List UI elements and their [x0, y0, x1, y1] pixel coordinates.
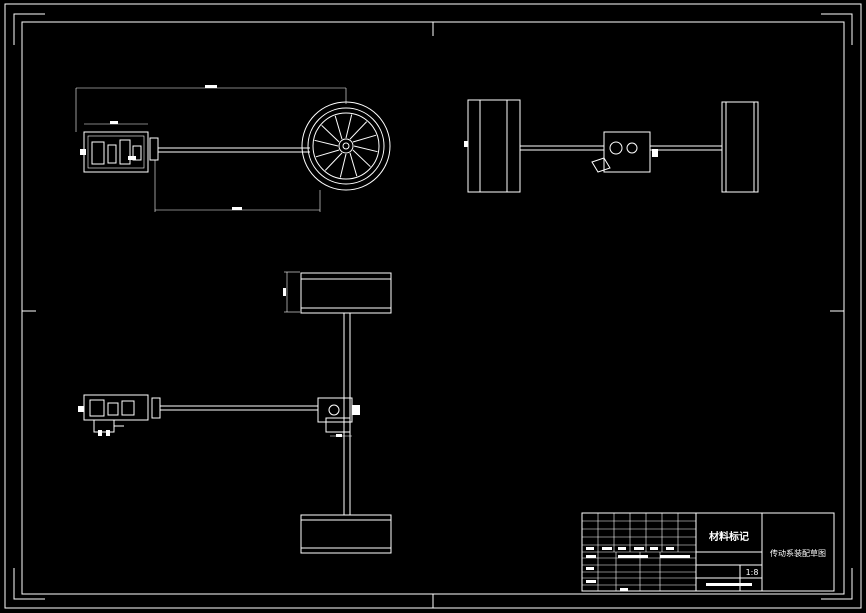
wheel-spoke: [324, 152, 343, 171]
grid-text-block: [618, 555, 648, 558]
front-wheel: [300, 272, 392, 314]
corner-mark-tl: [13, 13, 45, 45]
wheel-spoke: [352, 149, 371, 168]
sheet-frame: [4, 3, 862, 609]
grid-text-block: [620, 588, 628, 591]
wheel-spoke: [353, 145, 378, 153]
drawing-name: 传动系装配草图: [770, 548, 826, 558]
wheel-hub: [338, 138, 354, 154]
output-flange: [149, 137, 159, 161]
wheel-spoke: [352, 134, 377, 143]
grid-text-block: [586, 547, 594, 550]
wheel-tire: [301, 101, 391, 191]
wheel-spokes: [314, 114, 378, 178]
wheel-spoke: [321, 124, 340, 143]
grid-text-block: [666, 547, 674, 550]
grid-text-block: [602, 547, 612, 550]
wheel-spoke: [314, 139, 339, 147]
grid-text-block: [586, 567, 594, 570]
grid-text-block: [586, 580, 596, 583]
corner-mark-br: [821, 568, 853, 600]
corner-mark-bl: [13, 568, 45, 600]
plan-view: [78, 271, 392, 554]
title-block: 材料标记 传动系装配草图 1:8: [581, 512, 835, 592]
wheel-rim: [312, 112, 380, 180]
wheel-spoke: [349, 152, 358, 177]
top-view: [464, 99, 759, 193]
scale-label: 1:8: [746, 568, 759, 577]
wheel-spoke: [315, 149, 340, 158]
grid-text-block: [618, 547, 626, 550]
wheel-spoke: [349, 121, 368, 140]
wheel-spoke: [334, 115, 343, 140]
wheel-spoke: [339, 153, 347, 178]
revision-grid: [582, 513, 696, 591]
wheel-spoke: [345, 114, 353, 139]
corner-mark-tr: [821, 13, 853, 45]
right-wheel: [721, 101, 759, 193]
grid-text-block: [660, 555, 690, 558]
grid-text-block: [650, 547, 658, 550]
material-label: 材料标记: [709, 530, 749, 543]
side-view: [75, 85, 391, 212]
grid-text-block: [634, 547, 644, 550]
differential-housing: [603, 131, 651, 173]
grid-text-block: [586, 555, 596, 558]
rear-wheel: [300, 514, 392, 554]
